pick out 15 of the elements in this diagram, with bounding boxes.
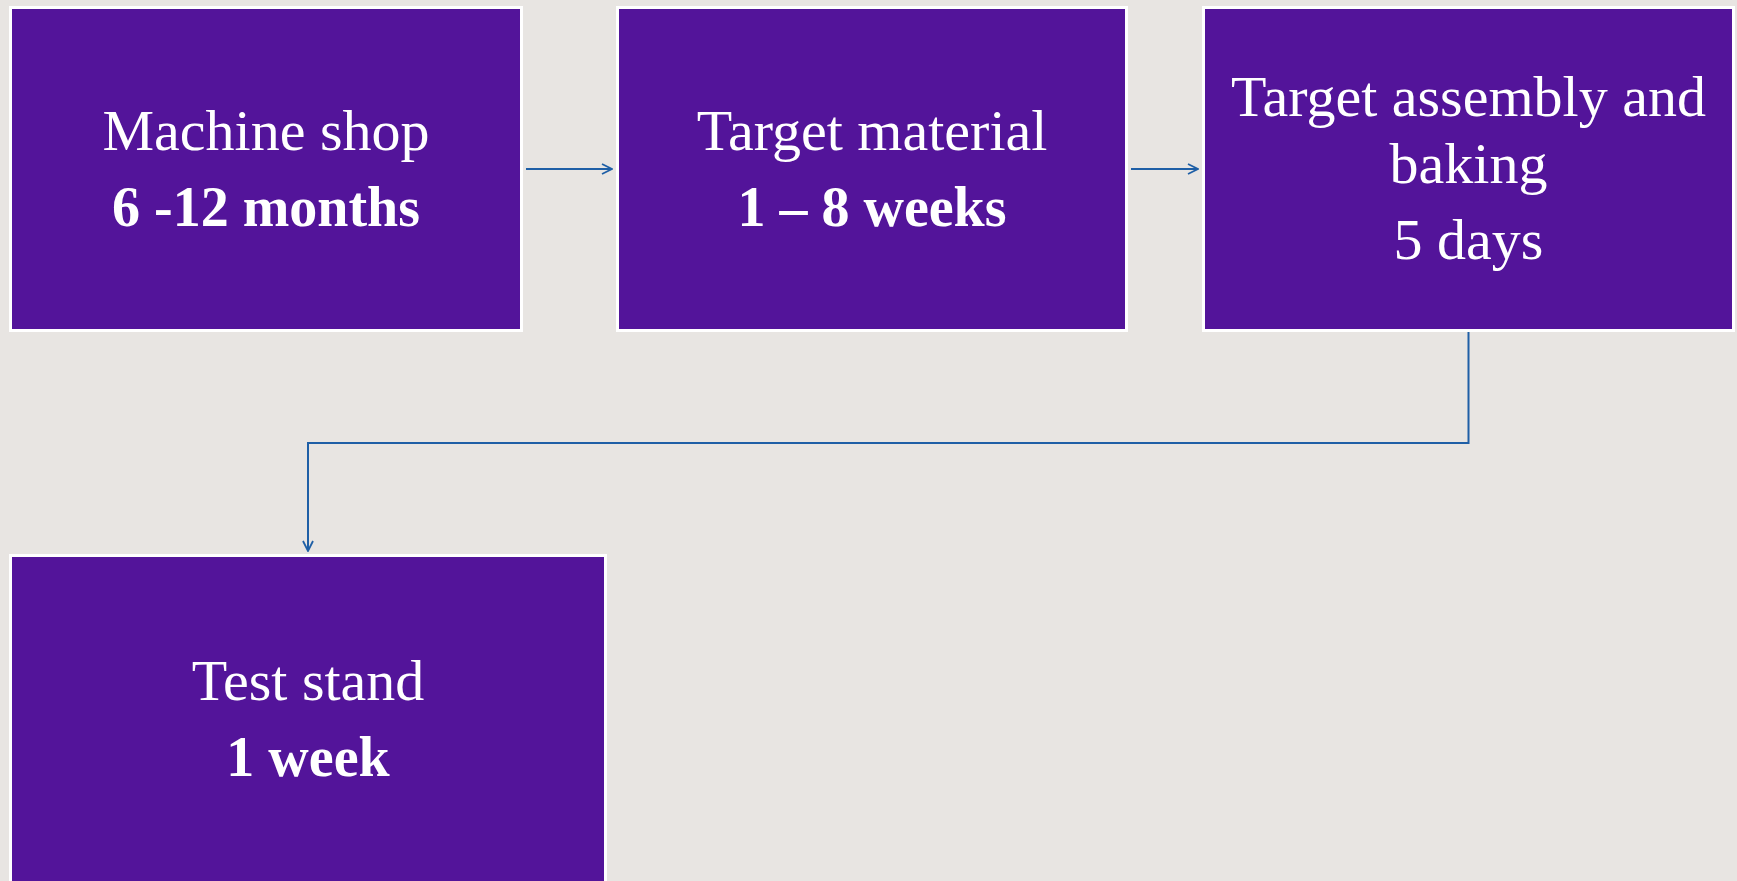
duration-label: 5 days: [1393, 207, 1544, 275]
step-title: Target assembly and baking: [1230, 63, 1707, 198]
step-title: Target material: [696, 98, 1048, 166]
process-box: [9, 6, 523, 332]
process-box: [9, 554, 607, 881]
step-title: Machine shop: [102, 98, 430, 166]
process-box: [1202, 6, 1735, 332]
arrow: [302, 331, 1470, 552]
process-box: [616, 6, 1128, 332]
arrow: [525, 163, 613, 175]
duration-label: 6 -12 months: [112, 175, 420, 240]
step-title: Test stand: [191, 648, 425, 716]
arrow: [1130, 163, 1199, 175]
duration-label: 1 – 8 weeks: [737, 175, 1007, 240]
duration-label: 1 week: [226, 725, 390, 790]
